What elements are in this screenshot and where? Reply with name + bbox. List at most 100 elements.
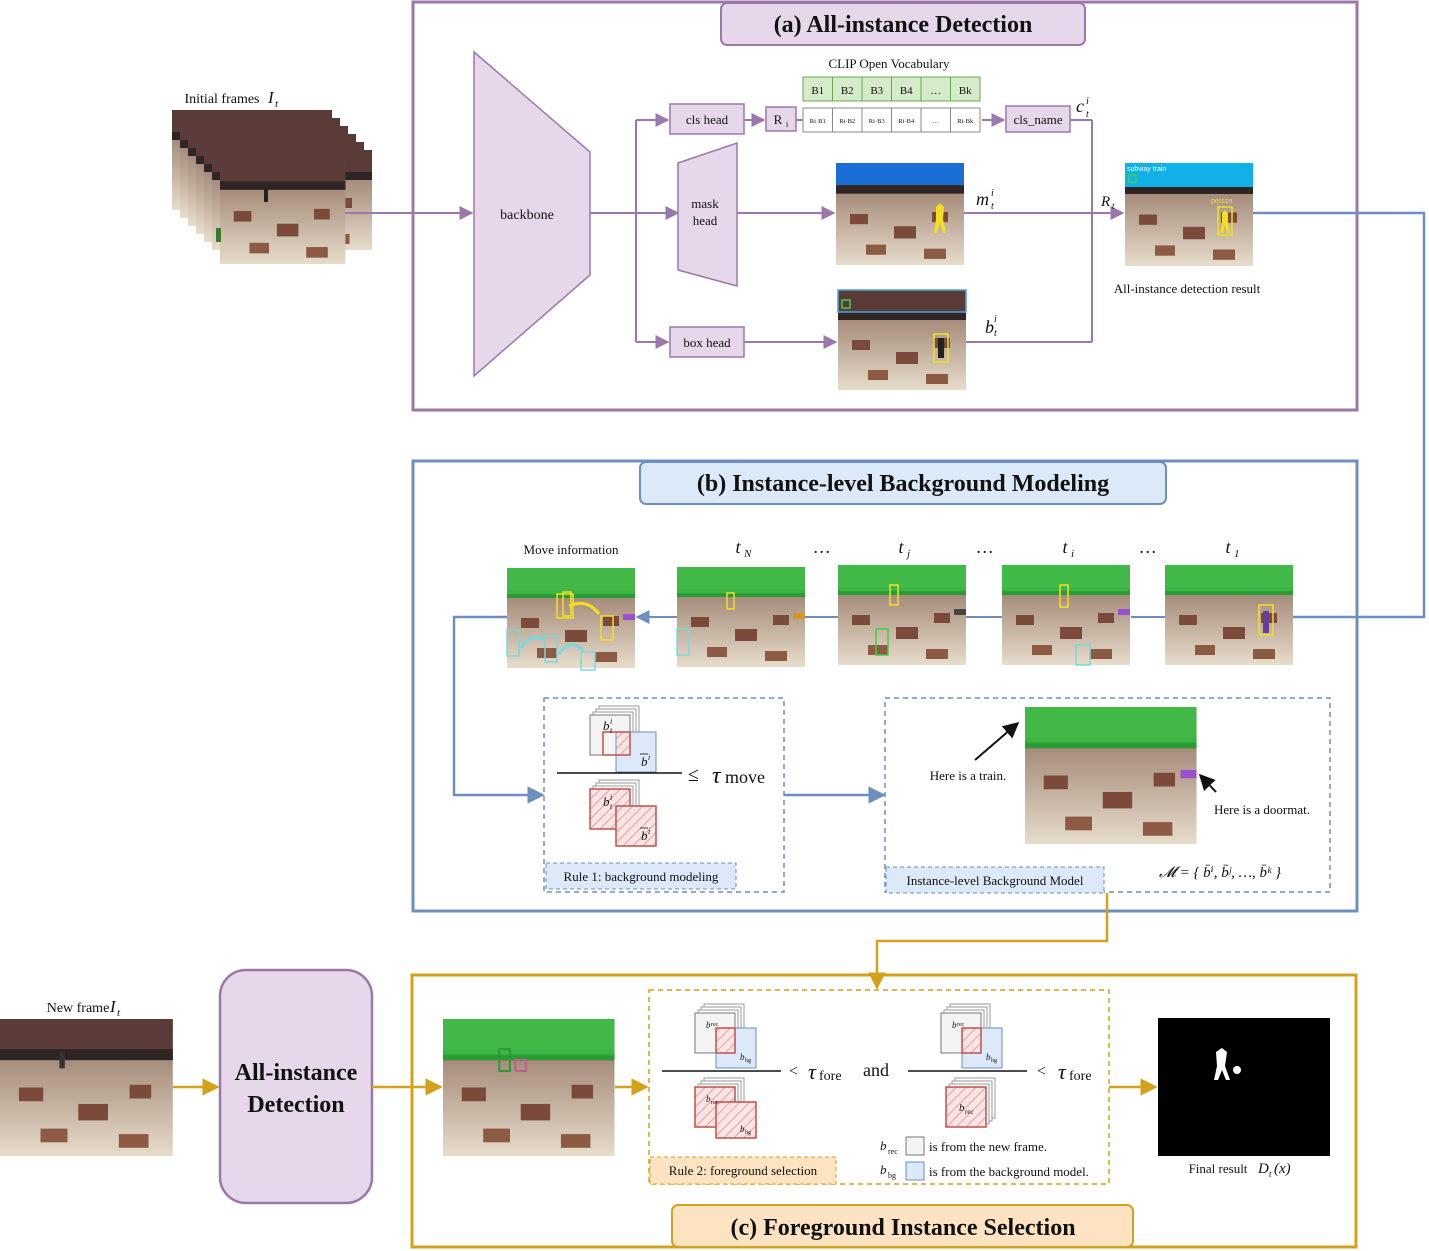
new-frame-symbol-t: t	[117, 1007, 121, 1019]
final-result-t: t	[1269, 1169, 1272, 1179]
train-note: Here is a train.	[930, 768, 1007, 783]
f1d-b: b	[706, 1094, 711, 1104]
f1n-b: b	[706, 1020, 711, 1030]
timeline-label: t	[898, 537, 904, 557]
rule1-num-bbar-sup: i	[648, 753, 650, 762]
mask-head-label-1: mask	[691, 196, 719, 211]
legend-bg-sub: bg	[888, 1171, 896, 1180]
mask-head-block	[677, 141, 738, 287]
section-a-title-box	[720, 2, 1086, 46]
symbol-c: c	[1076, 96, 1084, 116]
all-instance-detection-block	[218, 968, 374, 1205]
cls-name-label: cls_name	[1013, 112, 1062, 127]
f2d-rec: rec	[965, 1108, 974, 1116]
timeline-frame-ti	[1002, 565, 1130, 666]
rule1-numerator: b i t b i	[589, 705, 657, 773]
timeline-frame-t1	[1165, 565, 1293, 665]
score-cell	[891, 107, 922, 133]
clip-cell-label: B2	[841, 85, 854, 97]
region-sub: i	[786, 120, 789, 129]
mask-head-label-2: head	[693, 213, 718, 228]
new-frame-label: New frame	[47, 1001, 110, 1016]
cls-head-label: cls head	[686, 112, 729, 127]
box-output-image	[837, 289, 967, 390]
timeline-frame-tj	[838, 565, 966, 665]
symbol-m-sub: t	[991, 201, 994, 212]
final-result-image	[1158, 1018, 1330, 1156]
arrow-to-rule1	[452, 615, 545, 804]
rule1-leq: ≤	[688, 764, 699, 786]
timeline-label: …	[814, 537, 830, 557]
legend-new-swatch	[905, 1136, 925, 1156]
rule2-fore-2: fore	[1069, 1069, 1092, 1084]
rule1-den-b-sub: t	[610, 802, 613, 811]
f1n-bg: bg	[745, 1058, 751, 1064]
mask-output-image	[836, 163, 964, 265]
clip-cell-label: B4	[900, 85, 913, 97]
clip-cell	[950, 76, 981, 102]
symbol-b-sup: i	[994, 314, 997, 325]
rule2-frac2-den: b rec	[945, 1077, 996, 1128]
f2d-b: b	[959, 1102, 965, 1114]
timeline-frame-tN	[676, 567, 805, 667]
symbol-b-sub: t	[994, 328, 997, 339]
detection-result-image: subway train person	[1125, 163, 1253, 266]
frames-symbol-I: I	[267, 88, 275, 107]
clip-title: CLIP Open Vocabulary	[828, 56, 950, 71]
rule2-frac1-num: b rec b bg	[694, 1003, 757, 1069]
f2n-rec: rec	[957, 1022, 965, 1028]
symbol-b: b	[985, 317, 994, 337]
legend-bg-text: is from the background model.	[929, 1164, 1089, 1179]
symbol-R: R	[1100, 194, 1110, 210]
initial-frames-label: Initial frames	[184, 92, 259, 107]
score-cell-label: Ri·B1	[810, 118, 826, 125]
rule2-fore-1: fore	[819, 1069, 842, 1084]
final-result-arg: (x)	[1274, 1161, 1291, 1177]
rule2-tau-1: τ	[808, 1059, 817, 1084]
rule2-frac1-den: b rec b bg	[694, 1077, 757, 1139]
f1n-rec: rec	[711, 1022, 719, 1028]
doormat-note: Here is a doormat.	[1214, 802, 1310, 817]
clip-cell-label: B3	[870, 85, 883, 97]
clip-cell	[891, 76, 922, 102]
rule1-num-b-sup: i	[610, 717, 612, 726]
score-cell-label: Ri·B3	[869, 118, 885, 125]
result-label-train: subway train	[1127, 166, 1166, 173]
timeline-label: t	[1062, 537, 1068, 557]
f2n-bg-b: b	[986, 1052, 991, 1062]
section-b-title: (b) Instance-level Background Modeling	[697, 471, 1109, 497]
score-cell	[832, 107, 863, 133]
rule2-label: Rule 2: foreground selection	[669, 1163, 818, 1178]
model-label-box	[885, 866, 1105, 894]
symbol-c-sub: t	[1086, 109, 1089, 120]
backbone-label: backbone	[500, 208, 554, 223]
initial-frames-stack: Initial frames R I t	[172, 88, 372, 264]
clip-cell-label: B1	[811, 85, 824, 97]
clip-cell	[802, 76, 833, 102]
rule2-box	[648, 989, 1110, 1185]
rule1-den-b: b	[603, 794, 610, 809]
detection-result-caption: All-instance detection result	[1114, 281, 1261, 296]
f1d-bg-b: b	[740, 1124, 745, 1134]
score-cell-label: Ri·B2	[839, 118, 855, 125]
clip-cell-label: Bk	[959, 85, 972, 97]
backbone-block	[473, 50, 591, 378]
clip-cell	[832, 76, 863, 102]
timeline-label-sub: 1	[1234, 548, 1240, 560]
rule1-move: move	[725, 767, 765, 787]
section-c-title-box	[671, 1204, 1134, 1248]
legend-new-text: is from the new frame.	[929, 1139, 1047, 1154]
move-information-label: Move information	[524, 542, 619, 557]
f2n-bg: bg	[991, 1058, 997, 1064]
move-information-frame	[506, 568, 635, 671]
section-b-frame	[411, 459, 1359, 913]
legend-bg-b: b	[880, 1162, 887, 1177]
section-b-title-box	[639, 461, 1167, 505]
new-frame-image	[0, 1019, 173, 1156]
result-label-person: person	[1211, 198, 1233, 205]
score-cell-label: Ri·Bk	[957, 118, 974, 125]
clip-cell	[861, 76, 892, 102]
